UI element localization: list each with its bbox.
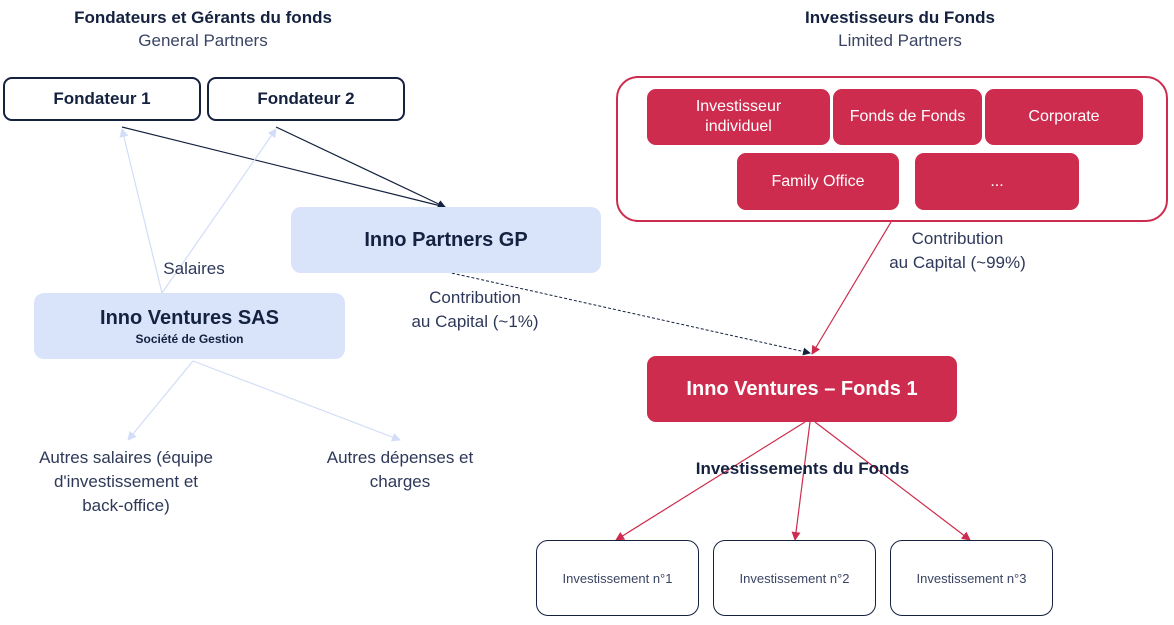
arrow-fund-to-investment-2 [791,421,811,541]
investor-type-individual: Investisseur individuel [647,89,830,145]
gp-contribution-line-1: Contribution [429,288,521,307]
management-company-subtitle: Société de Gestion [135,331,244,346]
other-salaries-line-2: d'investissement et [53,472,199,491]
arrow-founder1-to-gp [121,126,446,210]
investor-type-label: Fonds de Fonds [849,108,966,125]
investor-type-family-office: Family Office [737,153,899,210]
investment-box-1: Investissement n°1 [536,540,699,616]
limited-partners-header: Investisseurs du Fonds Limited Partners [700,8,1100,51]
gp-entity-name: Inno Partners GP [364,228,528,251]
arrow-sas-to-other-expenses [192,360,401,442]
arrow-fund-to-investment-3 [814,421,971,541]
investment-label: Investissement n°2 [739,570,850,586]
gp-contribution-line-2: au Capital (~1%) [411,312,539,331]
limited-partners-title: Investisseurs du Fonds [805,8,995,27]
investment-label: Investissement n°3 [916,570,1027,586]
fund-box: Inno Ventures – Fonds 1 [647,356,957,422]
investor-type-label: Family Office [771,172,865,190]
general-partners-title: Fondateurs et Gérants du fonds [74,8,332,27]
arrow-gp-to-fund [446,271,811,356]
salaries-label: Salaires [163,259,225,278]
general-partners-header: Fondateurs et Gérants du fonds General P… [20,8,386,51]
fund-name: Inno Ventures – Fonds 1 [686,378,918,400]
lp-contribution-line-1: Contribution [911,229,1004,248]
management-company-box: Inno Ventures SAS Société de Gestion [34,293,345,359]
investor-type-fund-of-funds: Fonds de Fonds [833,89,982,145]
other-salaries-label: Autres salaires (équipe d'investissement… [15,446,237,518]
founder-1-box: Fondateur 1 [3,77,201,121]
founder-1-label: Fondateur 1 [53,89,151,108]
other-salaries-line-1: Autres salaires (équipe [39,448,213,467]
arrow-salaries-to-founder1 [119,128,163,294]
other-expenses-line-2: charges [369,472,431,491]
investment-box-3: Investissement n°3 [890,540,1053,616]
other-expenses-label: Autres dépenses et charges [300,446,500,494]
arrow-fund-to-investment-1 [615,421,806,541]
investor-type-other: ... [915,153,1079,210]
investment-label: Investissement n°1 [562,570,673,586]
management-company-name: Inno Ventures SAS [100,306,279,329]
arrow-founder2-to-gp [275,126,446,208]
investor-type-label: Investisseur individuel [695,98,782,135]
investment-box-2: Investissement n°2 [713,540,876,616]
arrow-salaries-to-founder2 [161,128,277,294]
investor-type-label: ... [990,172,1004,190]
general-partners-subtitle: General Partners [138,31,268,50]
investor-type-corporate: Corporate [985,89,1143,145]
founder-2-box: Fondateur 2 [207,77,405,121]
arrow-sas-to-other-salaries [127,360,194,441]
limited-partners-subtitle: Limited Partners [838,31,962,50]
gp-contribution-label: Contribution au Capital (~1%) [400,286,550,334]
lp-contribution-line-2: au Capital (~99%) [889,253,1026,272]
other-salaries-line-3: back-office) [82,496,170,515]
other-expenses-line-1: Autres dépenses et [326,448,474,467]
gp-entity-box: Inno Partners GP [291,207,601,273]
limited-partners-group [616,76,1168,222]
arrow-lp-to-fund [811,221,892,355]
lp-contribution-label: Contribution au Capital (~99%) [870,227,1045,275]
fund-investments-title: Investissements du Fonds [695,459,910,478]
investor-type-label: Corporate [1028,108,1100,125]
founder-2-label: Fondateur 2 [257,89,355,108]
